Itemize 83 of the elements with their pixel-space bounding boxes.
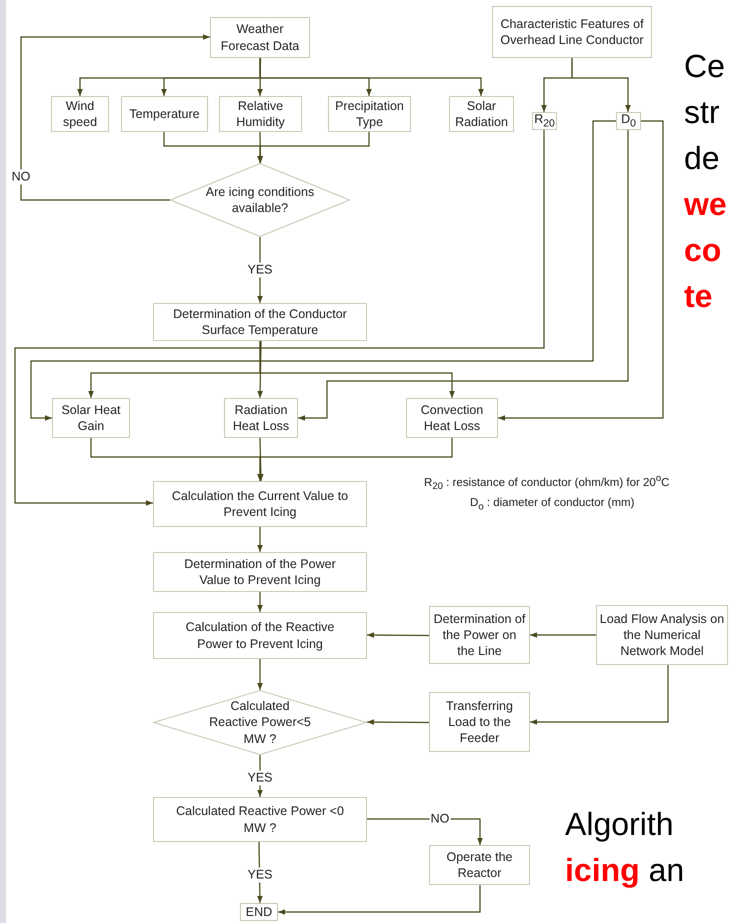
node-text: D$_{0}$ <box>621 110 636 132</box>
node-text: Calculated Reactive Power<5 MW ? <box>208 698 312 747</box>
arrow <box>530 632 596 638</box>
arrow <box>257 58 263 96</box>
arrow <box>258 132 264 164</box>
edge-label: NO <box>10 170 32 184</box>
process-box <box>429 692 530 752</box>
process-box <box>328 96 411 132</box>
process-box <box>153 552 367 592</box>
node-text: Radiation Heat Loss <box>232 402 290 434</box>
node-text: Solar Heat Gain <box>60 402 122 434</box>
process-box <box>429 845 530 885</box>
process-box <box>224 398 298 438</box>
node-text: END <box>246 904 272 920</box>
node-text: Precipitation Type <box>334 98 405 130</box>
arrow <box>257 438 453 481</box>
arrow <box>14 130 545 506</box>
arrow <box>367 818 483 845</box>
slide-text: str <box>684 96 720 128</box>
node-text: Transferring Load to the Feeder <box>445 698 514 746</box>
edge-label: YES <box>246 262 274 278</box>
note-text: R$_{20}$ : resistance of conductor (ohm/km) for 20$^{o}$C <box>424 473 670 492</box>
node-text: Calculation of the Reactive Power to Prevent Icing <box>184 619 336 652</box>
arrow <box>257 340 263 398</box>
process-box <box>153 612 367 659</box>
process-box <box>121 96 208 132</box>
node-text: Weather Forecast Data <box>220 21 300 54</box>
process-box <box>153 303 367 341</box>
slide-text: Ce <box>684 50 725 82</box>
node-text: Load Flow Analysis on the Numerical Network Model <box>600 610 724 660</box>
slide-text: icing an <box>565 854 684 886</box>
process-box <box>406 398 498 438</box>
arrow <box>259 341 455 398</box>
arrow <box>367 719 429 725</box>
process-box <box>210 17 310 58</box>
node-text: Calculation the Current Value to Prevent Icing <box>170 488 350 520</box>
arrow <box>298 130 629 421</box>
node-text: R$_{20}$ <box>534 110 555 132</box>
node-text: Determination of the Conductor Surface Temperature <box>172 306 348 338</box>
node-text: Operate the Reactor <box>445 848 514 882</box>
process-box <box>240 903 278 921</box>
node-text: Solar Radiation <box>454 98 509 130</box>
node-text: Determination of the Power on the Line <box>434 610 526 660</box>
process-box <box>616 112 641 130</box>
arrow <box>257 527 263 552</box>
arrow <box>20 34 210 201</box>
node-text: Are icing conditions available? <box>204 184 316 216</box>
arrow <box>258 438 264 482</box>
arrow <box>498 120 664 421</box>
slide-text: Algorith <box>565 808 674 840</box>
arrow <box>571 58 631 112</box>
slide-text: co <box>684 234 722 266</box>
process-box <box>51 96 109 132</box>
arrow <box>367 632 429 638</box>
slide-text: de <box>684 142 720 174</box>
arrow <box>257 659 263 690</box>
arrow <box>278 885 481 915</box>
node-text: Calculated Reactive Power <0 MW ? <box>175 803 345 836</box>
note-text: D$_{o}$ : diameter of conductor (mm) <box>470 497 634 512</box>
process-box <box>492 6 652 58</box>
process-box <box>219 96 302 132</box>
arrow <box>530 665 669 725</box>
decision-diamond <box>153 690 367 755</box>
arrow <box>30 120 616 421</box>
process-box <box>449 96 514 132</box>
process-box <box>153 797 367 842</box>
node-text: Relative Humidity <box>235 98 286 130</box>
process-box <box>153 481 367 527</box>
node-text: Temperature <box>129 106 200 122</box>
node-text: Wind speed <box>62 98 98 130</box>
slide-text: te <box>684 280 712 312</box>
node-text: Characteristic Features of Overhead Line Conductor <box>499 16 645 48</box>
node-text: Determination of the Power Value to Prevent Icing <box>183 556 337 588</box>
process-box <box>52 398 130 438</box>
arrow <box>259 58 484 96</box>
node-text: Convection Heat Loss <box>420 402 484 434</box>
arrow <box>257 132 370 163</box>
arrow <box>257 592 263 612</box>
edge-label: YES <box>246 770 274 786</box>
process-box <box>596 605 728 665</box>
decision-diamond <box>170 163 350 237</box>
slide-text: we <box>684 188 727 220</box>
edge-label: YES <box>246 868 274 882</box>
